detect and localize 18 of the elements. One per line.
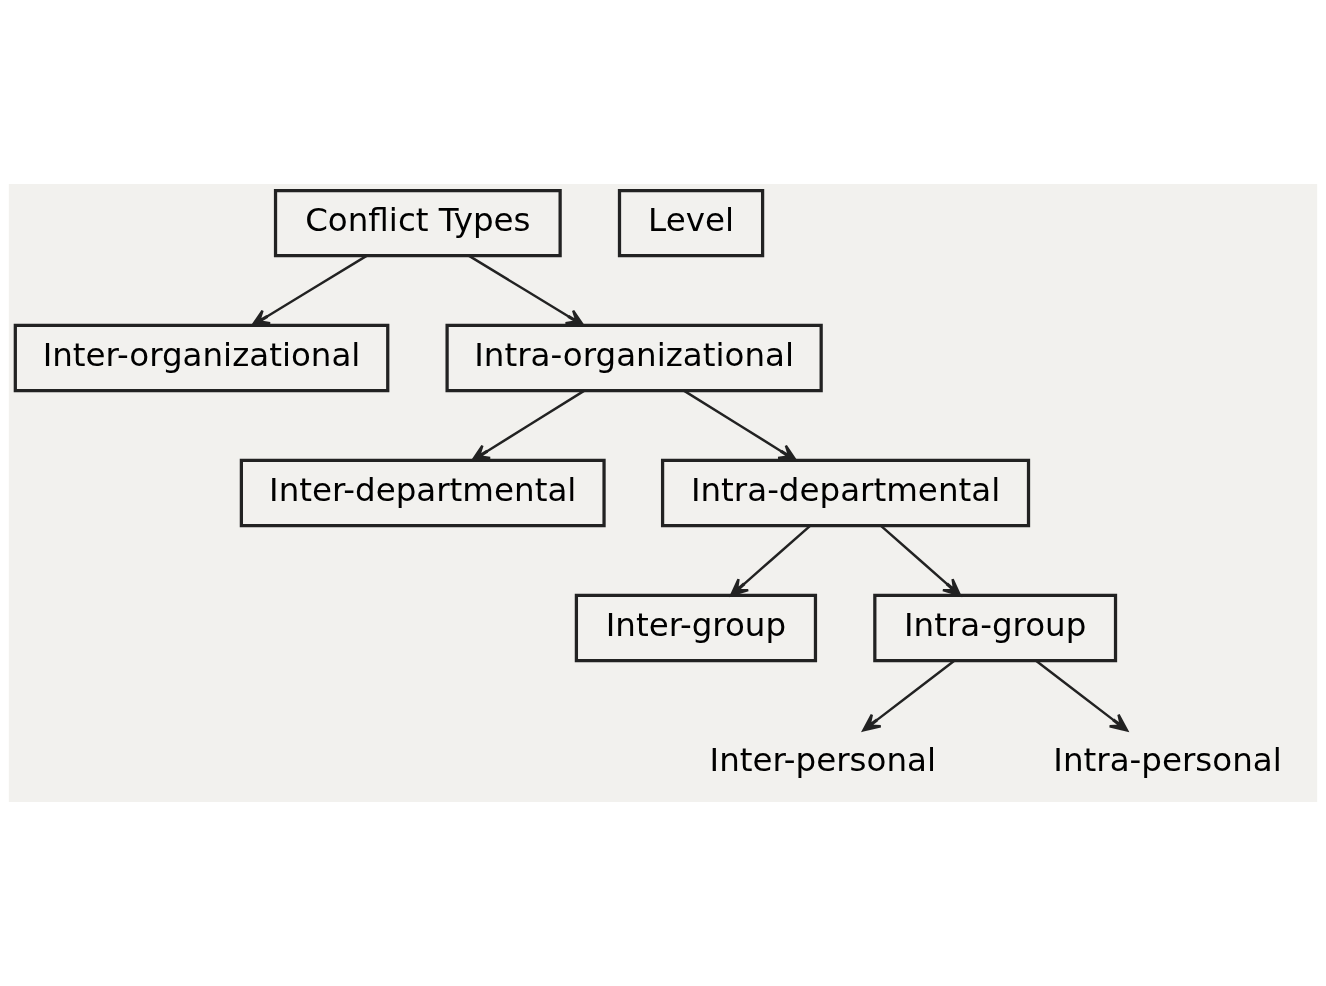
- arrow: [729, 524, 811, 597]
- node-box: Intra-organizational: [445, 323, 823, 393]
- arrow: [471, 389, 585, 462]
- node-text: Intra-personal: [1053, 741, 1282, 780]
- arrow: [880, 524, 962, 597]
- node-box: Intra-group: [873, 593, 1118, 663]
- node-box: Inter-organizational: [13, 323, 390, 393]
- arrow: [251, 254, 368, 327]
- node-box: Intra-departmental: [660, 458, 1031, 528]
- arrow: [862, 659, 956, 732]
- node-box: Inter-group: [574, 593, 818, 663]
- arrow: [468, 254, 585, 327]
- arrow: [683, 389, 797, 462]
- arrow: [1035, 659, 1129, 732]
- node-box: Inter-departmental: [239, 458, 606, 528]
- node-box: Level: [617, 188, 765, 258]
- node-text: Inter-personal: [709, 741, 936, 780]
- node-box: Conflict Types: [273, 188, 562, 258]
